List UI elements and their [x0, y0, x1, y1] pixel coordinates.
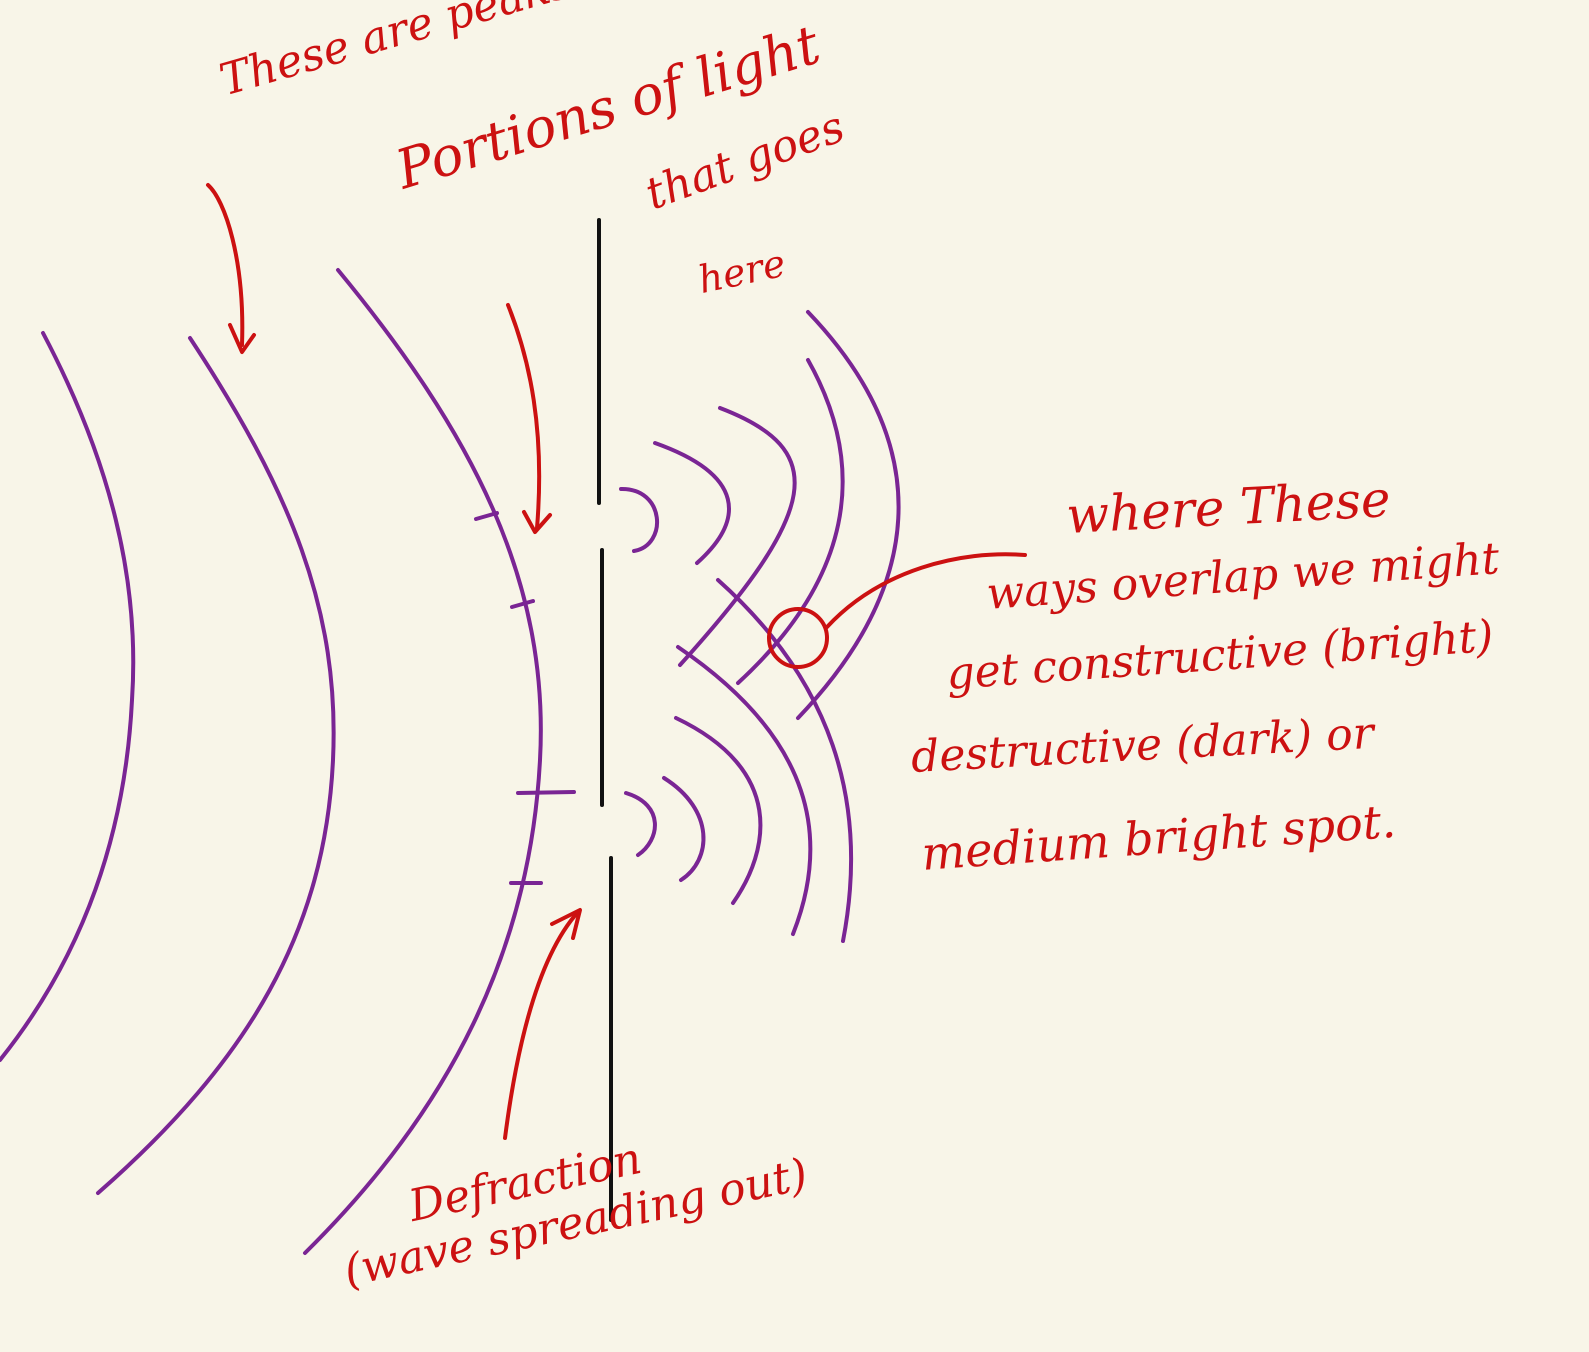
lower-slit-waves	[624, 578, 854, 943]
diffraction-arrowhead	[550, 908, 582, 940]
wavefront-tick-1	[474, 511, 499, 521]
peaks-arrowhead	[228, 323, 256, 354]
upper-wave-3	[678, 406, 797, 667]
double-slit-barrier	[597, 218, 613, 1222]
overlap-connector	[825, 552, 1027, 629]
upper-wave-5	[796, 310, 901, 720]
upper-wave-1	[619, 486, 659, 553]
wavefront-tick-3	[516, 790, 576, 795]
annotation-arrows	[206, 183, 1027, 1140]
overlap-highlight-circle	[767, 607, 829, 669]
incoming-wavefront-3	[303, 268, 543, 1255]
diffraction-arrow	[503, 910, 580, 1140]
portions-arrowhead	[522, 510, 552, 534]
wavefront-tick-2	[510, 599, 535, 609]
upper-wave-2	[653, 441, 731, 565]
lower-wave-1	[624, 791, 657, 857]
peaks-arrow	[206, 183, 245, 347]
incoming-wavefronts	[0, 268, 576, 1255]
incoming-wavefront-2	[96, 336, 336, 1195]
lower-wave-2	[662, 776, 706, 882]
upper-slit-waves	[619, 310, 901, 720]
lower-wave-3	[674, 716, 763, 905]
portions-arrow	[506, 303, 542, 530]
lower-wave-4	[676, 645, 813, 936]
lower-wave-5	[716, 578, 854, 943]
incoming-wavefront-1	[0, 331, 136, 1062]
